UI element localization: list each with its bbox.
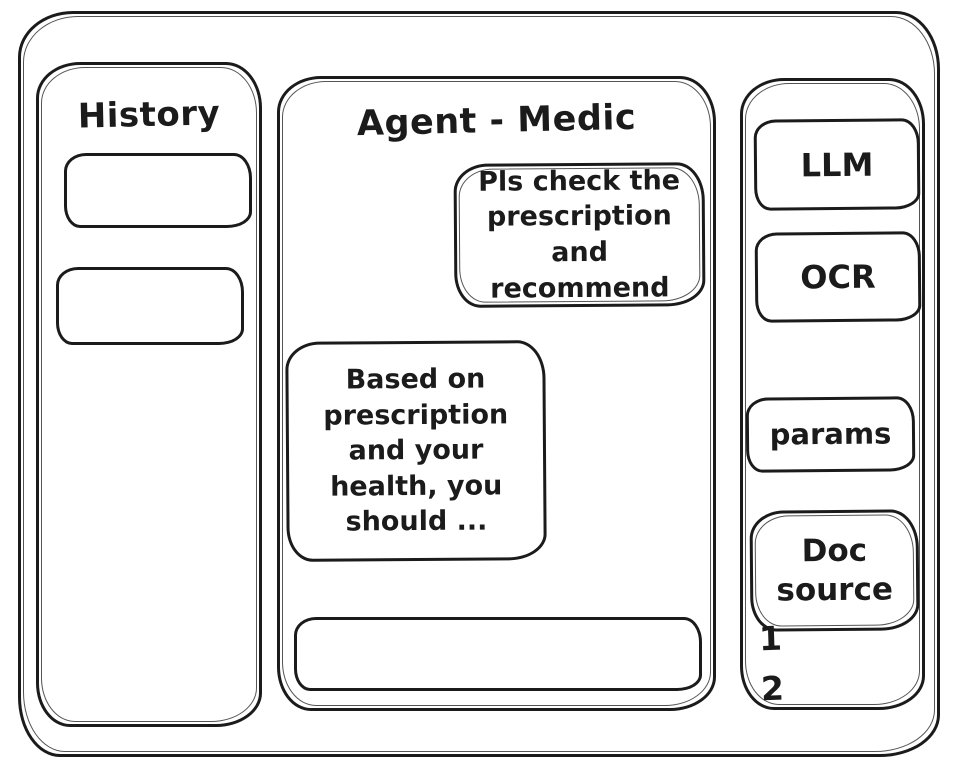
chat-panel-title: Agent - Medic — [356, 97, 637, 145]
history-item[interactable] — [56, 267, 244, 345]
chat-panel: Agent - Medic Pls check the prescription… — [277, 76, 716, 711]
history-panel: History — [36, 62, 262, 727]
doc-source-number-1: 1 — [758, 618, 783, 659]
history-panel-title: History — [77, 93, 221, 137]
assistant-message-bubble: Based on prescription and your health, y… — [285, 340, 547, 562]
tool-button-params[interactable]: params — [745, 396, 916, 473]
tool-button-doc-source[interactable]: Doc source — [749, 509, 920, 632]
tool-button-llm[interactable]: LLM — [753, 118, 921, 211]
history-item[interactable] — [64, 153, 252, 228]
doc-source-number-2: 2 — [760, 668, 785, 709]
message-input[interactable] — [294, 617, 702, 691]
tools-panel: LLM OCR params Doc source 1 2 — [740, 78, 925, 710]
tool-button-ocr[interactable]: OCR — [754, 231, 922, 323]
user-message-bubble: Pls check the prescription and recommend — [453, 162, 706, 308]
